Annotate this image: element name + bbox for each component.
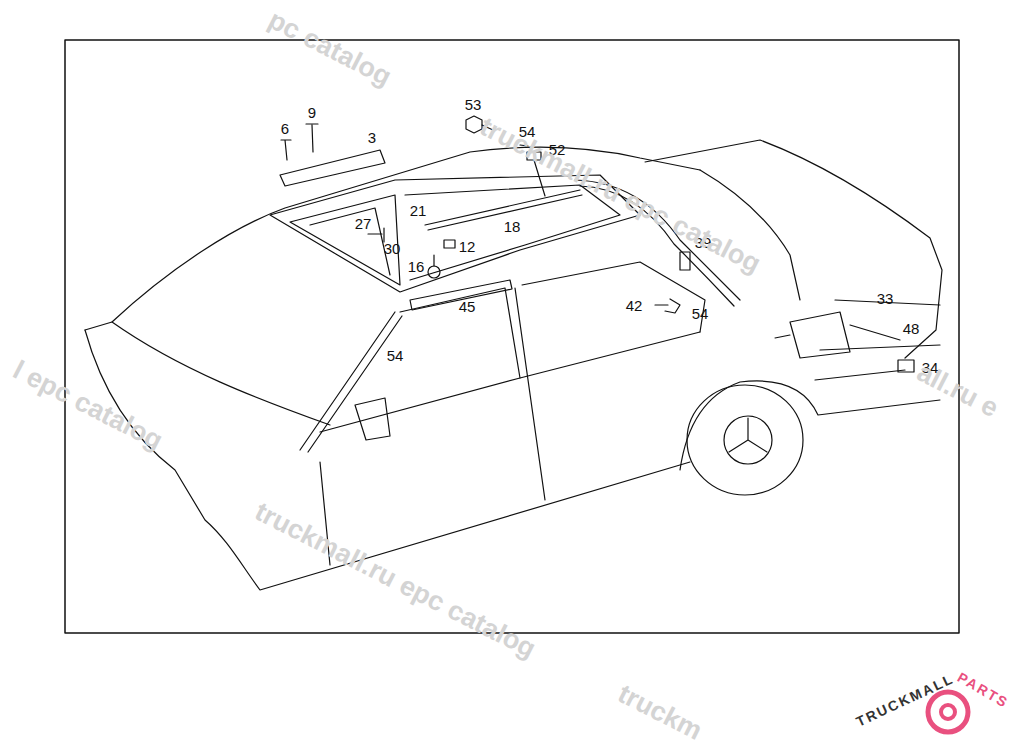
callout-number: 21 [408, 202, 429, 219]
logo-gear [928, 692, 968, 732]
watermark: truckm [614, 680, 706, 745]
callout-number: 45 [457, 298, 478, 315]
callout-number: 53 [463, 96, 484, 113]
callout-number: 30 [382, 240, 403, 257]
callout-number: 6 [279, 120, 291, 137]
callout-number: 33 [875, 290, 896, 307]
callout-number: 12 [457, 238, 478, 255]
logo-text: TRUCKMALL [854, 671, 956, 728]
callout-number: 48 [901, 320, 922, 337]
car-body [85, 140, 942, 590]
watermark: truckmall.ru epc catalog [250, 497, 539, 662]
parts [280, 116, 940, 372]
callout-number: 27 [353, 215, 374, 232]
callout-number: 18 [502, 218, 523, 235]
watermark: l epc catalog [9, 356, 167, 454]
callout-number: 3 [366, 129, 378, 146]
callout-number: 16 [406, 258, 427, 275]
frame [65, 40, 959, 633]
watermark: all.ru e [913, 358, 1003, 422]
watermark: pc catalog [264, 6, 395, 91]
callout-number: 54 [690, 305, 711, 322]
watermark: truckmall.ru epc catalog [475, 112, 764, 277]
callout-number: 54 [385, 347, 406, 364]
callout-number: 9 [306, 104, 318, 121]
callout-number: 42 [624, 297, 645, 314]
logo-text: PARTS [955, 670, 1011, 710]
